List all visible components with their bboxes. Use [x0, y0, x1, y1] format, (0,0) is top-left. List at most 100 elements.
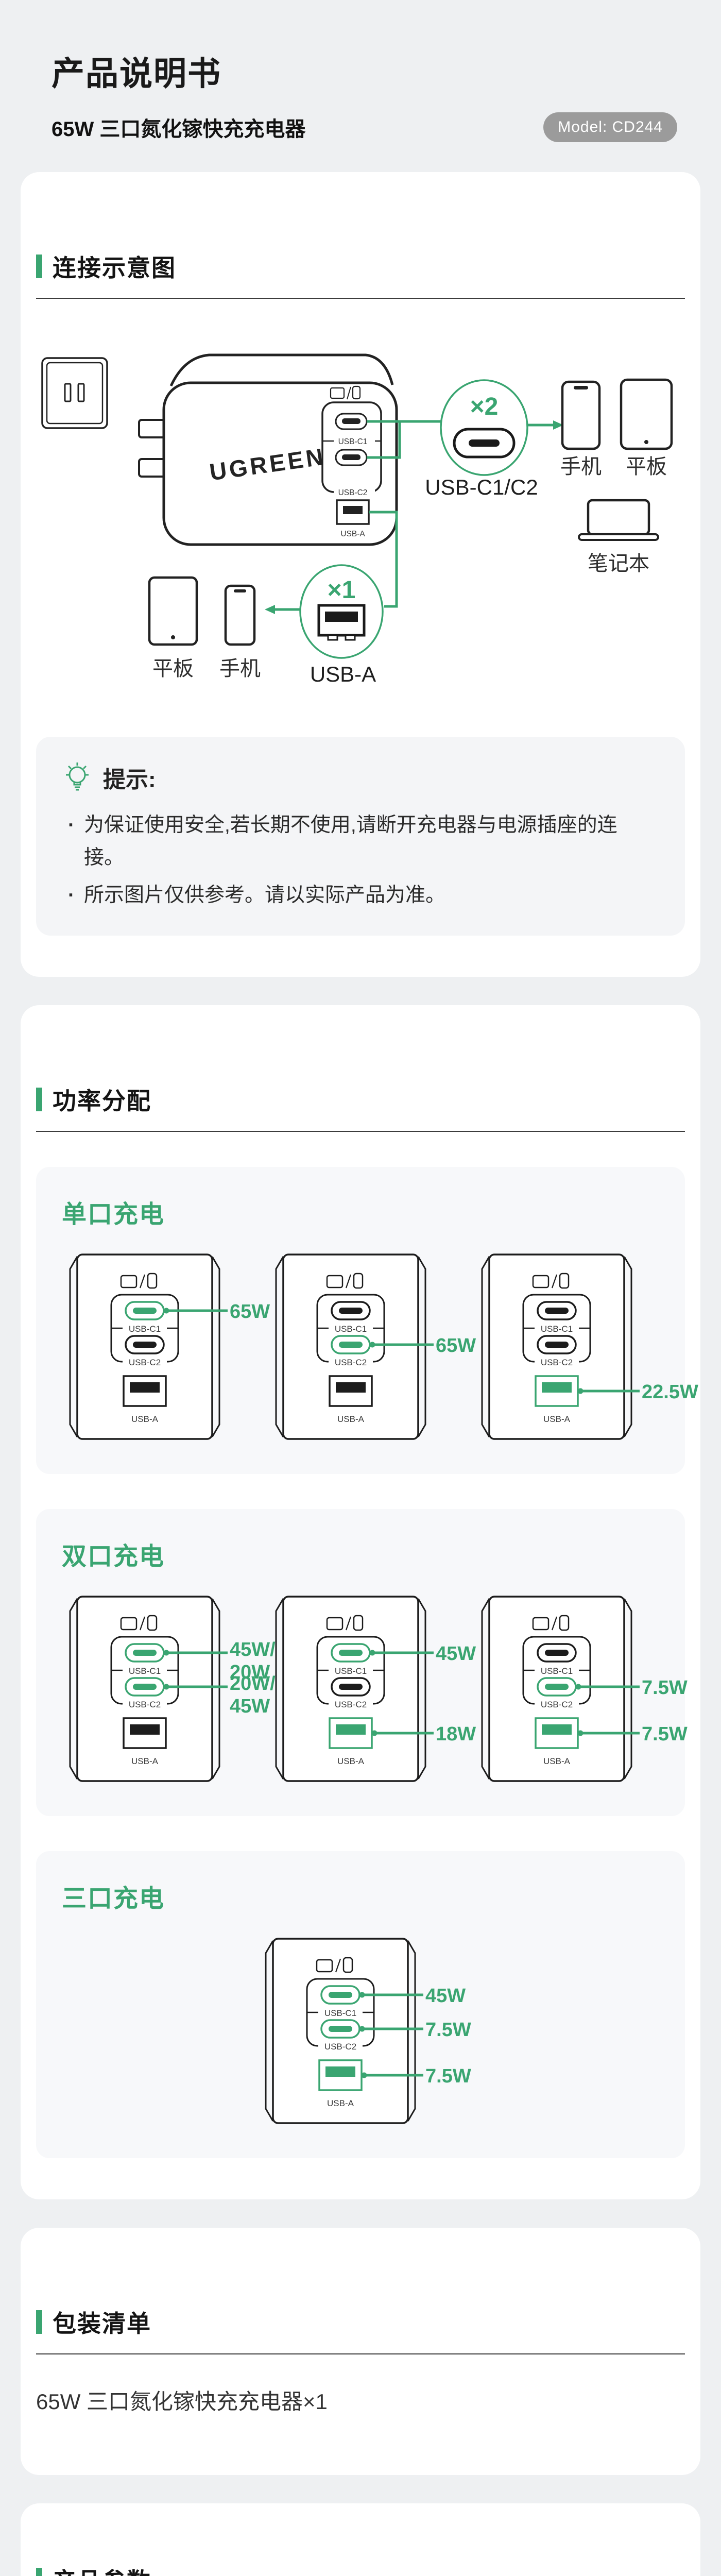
- svg-text:USB-C1: USB-C1: [335, 1324, 367, 1334]
- svg-text:USB-C1: USB-C1: [129, 1666, 161, 1676]
- laptop-label: 笔记本: [588, 552, 649, 575]
- arrow-right-icon: [553, 420, 563, 430]
- tablet-label-2: 平板: [152, 657, 194, 680]
- section-title-bar: [36, 1087, 42, 1111]
- page-title: 产品说明书: [52, 55, 221, 92]
- usba-port-label: USB-A: [310, 662, 376, 686]
- phone-label-2: 手机: [219, 657, 261, 680]
- arrow-left-icon: [265, 605, 275, 614]
- svg-text:USB-C1: USB-C1: [335, 1666, 367, 1676]
- svg-text:20W: 20W: [230, 1662, 270, 1683]
- port-label-c2: USB-C2: [338, 488, 368, 497]
- section-title-bar: [36, 2567, 42, 2576]
- svg-text:USB-C1: USB-C1: [129, 1324, 161, 1334]
- usba-bubble: ×1: [265, 564, 384, 659]
- wire-lines: [367, 420, 441, 608]
- svg-text:USB-A: USB-A: [131, 1414, 159, 1424]
- svg-text:USB-A: USB-A: [131, 1756, 159, 1766]
- svg-text:65W: 65W: [436, 1335, 476, 1357]
- power-group-heading: 单口充电: [62, 1200, 165, 1228]
- usbc-multiplier: ×2: [470, 393, 499, 420]
- usba-multiplier: ×1: [328, 577, 356, 604]
- svg-text:65W: 65W: [230, 1301, 270, 1323]
- svg-text:USB-C2: USB-C2: [541, 1358, 573, 1367]
- svg-text:7.5W: 7.5W: [642, 1723, 688, 1745]
- section-title-text: 连接示意图: [53, 255, 176, 281]
- svg-text:USB-C2: USB-C2: [541, 1700, 573, 1709]
- svg-text:45W: 45W: [230, 1696, 270, 1717]
- port-label-a: USB-A: [340, 530, 365, 538]
- svg-text:45W: 45W: [425, 1985, 466, 2007]
- section-title-bar: [36, 255, 42, 278]
- svg-text:USB-C2: USB-C2: [129, 1358, 161, 1367]
- svg-text:USB-A: USB-A: [337, 1414, 365, 1424]
- divider: [36, 298, 685, 299]
- svg-text:7.5W: 7.5W: [425, 2019, 471, 2041]
- svg-text:USB-A: USB-A: [327, 2098, 354, 2108]
- specs-card: 产品参数 产品名称 65W 三口氮化镓快充充电器 输入 100-240V~ 50…: [21, 2503, 700, 2576]
- svg-text:USB-C1: USB-C1: [541, 1666, 573, 1676]
- tip-bullet: 为保证使用安全,若长期不使用,请断开充电器与电源插座的连接。: [61, 809, 660, 874]
- svg-text:USB-C1: USB-C1: [541, 1324, 573, 1334]
- section-title-specs: 产品参数: [36, 2563, 685, 2576]
- power-group-heading: 双口充电: [62, 1543, 165, 1570]
- svg-text:22.5W: 22.5W: [642, 1381, 698, 1403]
- connection-diagram: UGREEN USB-C1 USB-C2 USB-A: [41, 353, 673, 686]
- laptop-icon: [578, 499, 659, 541]
- svg-text:USB-A: USB-A: [543, 1414, 571, 1424]
- svg-text:45W/: 45W/: [230, 1639, 276, 1660]
- svg-text:USB-C2: USB-C2: [129, 1700, 161, 1709]
- section-title-text: 产品参数: [53, 2563, 151, 2576]
- packing-card: 包装清单 65W 三口氮化镓快充充电器×1: [21, 2227, 700, 2475]
- port-label-c1: USB-C1: [338, 437, 368, 446]
- power-group-heading: 三口充电: [62, 1885, 165, 1912]
- tablet-icon-2: [148, 576, 198, 646]
- svg-text:7.5W: 7.5W: [425, 2065, 471, 2087]
- laptop-mini-icon: [330, 387, 345, 399]
- tablet-label: 平板: [626, 455, 667, 478]
- tablet-icon: [620, 378, 673, 450]
- tip-box: 提示: 为保证使用安全,若长期不使用,请断开充电器与电源插座的连接。 所示图片仅…: [36, 737, 685, 936]
- svg-text:7.5W: 7.5W: [642, 1677, 688, 1699]
- page-header: 产品说明书 65W 三口氮化镓快充充电器 Model: CD244: [0, 0, 721, 172]
- phone-icon-2: [224, 584, 256, 646]
- svg-text:USB-C1: USB-C1: [324, 2008, 356, 2018]
- divider: [36, 2353, 685, 2354]
- usbc-bubble: ×2: [440, 379, 563, 476]
- phone-label: 手机: [560, 455, 602, 478]
- svg-text:18W: 18W: [436, 1723, 476, 1745]
- tip-bullet: 所示图片仅供参考。请以实际产品为准。: [61, 879, 660, 911]
- section-title-text: 功率分配: [53, 1087, 151, 1114]
- charger-3d-icon: UGREEN USB-C1 USB-C2 USB-A: [138, 353, 398, 546]
- section-title-text: 包装清单: [53, 2310, 151, 2337]
- svg-text:USB-C2: USB-C2: [335, 1358, 367, 1367]
- wall-outlet-icon: [41, 357, 108, 429]
- packing-item: 65W 三口氮化镓快充充电器×1: [36, 2389, 328, 2414]
- phone-icon: [561, 380, 601, 450]
- svg-text:USB-A: USB-A: [543, 1756, 571, 1766]
- section-title-connection: 连接示意图: [36, 249, 685, 283]
- svg-text:45W: 45W: [436, 1643, 476, 1665]
- section-title-bar: [36, 2310, 42, 2334]
- svg-text:USB-A: USB-A: [337, 1756, 365, 1766]
- model-badge: Model: CD244: [543, 112, 677, 142]
- phone-mini-icon: [352, 385, 361, 400]
- svg-text:USB-C2: USB-C2: [324, 2042, 356, 2052]
- divider: [36, 1130, 685, 1132]
- section-title-power: 功率分配: [36, 1082, 685, 1116]
- tip-heading: 提示:: [103, 767, 156, 792]
- page-subtitle: 65W 三口氮化镓快充充电器: [52, 118, 306, 141]
